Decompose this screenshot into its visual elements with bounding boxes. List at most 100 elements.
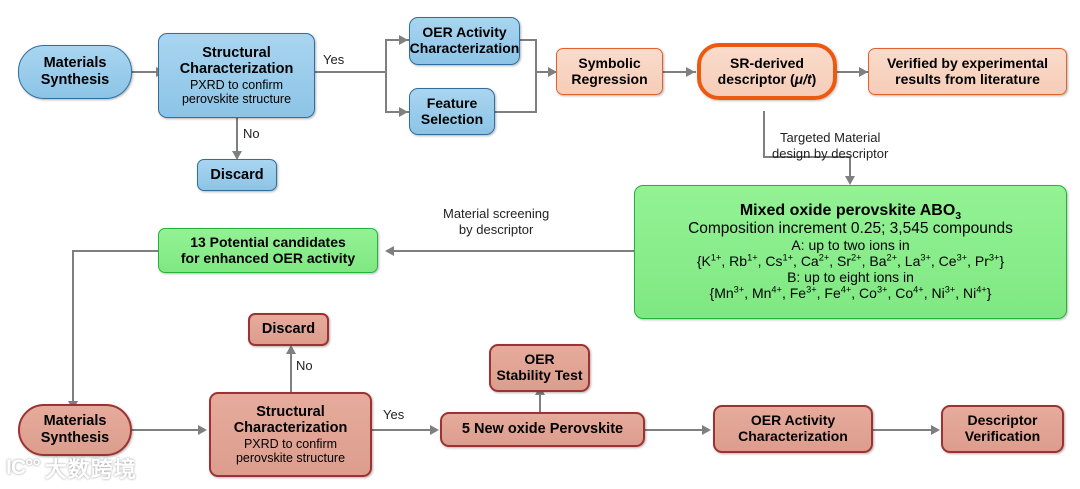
oer-bottom-line1: OER Activity xyxy=(750,412,836,429)
edge-symbolic-to-descriptor xyxy=(662,71,696,73)
edge-ms-to-sc-bottom xyxy=(131,429,203,431)
node-oer-stability-test[interactable]: OER Stability Test xyxy=(489,344,590,392)
edge-yes-split-vert xyxy=(385,39,387,113)
edge-yes-to-feature xyxy=(385,111,410,113)
oer-top-line1: OER Activity xyxy=(422,24,507,41)
mixed-oxide-title-text: Mixed oxide perovskite ABO xyxy=(739,202,956,220)
arrowhead-yes-to-oer xyxy=(399,35,408,45)
arrowhead-sc-to-discard-bottom xyxy=(286,345,296,354)
descriptor-verification-line1: Descriptor xyxy=(967,412,1038,429)
edge-sc-to-discard-bottom xyxy=(290,350,292,399)
oer-stability-line1: OER xyxy=(524,351,555,368)
oer-bottom-line2: Characterization xyxy=(738,428,848,444)
potential-candidates-line1: 13 Potential candidates xyxy=(190,233,346,250)
discard-bottom-label: Discard xyxy=(261,321,316,338)
edge-merge-vert xyxy=(535,39,537,113)
arrowhead-oer-to-descriptor-verification xyxy=(931,425,940,435)
sc-bottom-line3: PXRD to confirm xyxy=(243,436,338,451)
edge-feature-merge-h xyxy=(494,111,537,113)
node-discard-top[interactable]: Discard xyxy=(197,159,277,191)
node-symbolic-regression[interactable]: Symbolic Regression xyxy=(556,48,663,95)
node-oer-activity-characterization-bottom[interactable]: OER Activity Characterization xyxy=(713,405,873,453)
oer-stability-line2: Stability Test xyxy=(496,367,583,383)
edge-newoxide-to-stability xyxy=(539,392,541,412)
material-screening-line2: by descriptor xyxy=(458,222,534,238)
symbolic-regression-line1: Symbolic xyxy=(578,54,641,71)
arrowhead-descriptor-to-mixed xyxy=(845,176,855,185)
sc-top-line4: perovskite structure xyxy=(181,92,292,107)
edge-label-yes-top: Yes xyxy=(323,52,345,67)
edge-candidates-down xyxy=(72,250,74,404)
arrowhead-ms-to-sc-bottom xyxy=(198,425,207,435)
watermark: IC°° 大数跨境 xyxy=(6,452,137,484)
arrowhead-descriptor-to-verified xyxy=(859,67,868,77)
arrowhead-sc-to-newoxide xyxy=(430,425,439,435)
edge-newoxide-to-oer-bottom xyxy=(644,429,707,431)
node-verified-by-literature[interactable]: Verified by experimental results from li… xyxy=(868,48,1067,95)
verified-line2: results from literature xyxy=(895,70,1040,87)
arrowhead-newoxide-to-oer-bottom xyxy=(702,425,711,435)
node-materials-synthesis-top[interactable]: Materials Synthesis xyxy=(18,45,132,99)
edge-label-targeted-design: Targeted Material design by descriptor xyxy=(772,130,888,163)
symbolic-regression-line2: Regression xyxy=(571,70,648,87)
descriptor-verification-line2: Verification xyxy=(964,428,1041,444)
feature-selection-line2: Selection xyxy=(420,110,484,127)
arrowhead-sc-to-discard-top xyxy=(232,151,242,160)
material-screening-line1: Material screening xyxy=(443,206,550,221)
edge-oer-to-descriptor-verification xyxy=(873,429,936,431)
edge-mixed-to-candidates xyxy=(392,250,635,252)
edge-oer-merge-h xyxy=(519,39,537,41)
sr-descriptor-line2-post: ) xyxy=(811,70,817,87)
edge-label-no-top: No xyxy=(243,126,260,141)
mixed-oxide-title-sub: 3 xyxy=(955,210,962,223)
mixed-oxide-composition: Composition increment 0.25; 3,545 compou… xyxy=(688,220,1013,238)
edge-label-material-screening: Material screening by descriptor xyxy=(443,206,549,239)
mixed-oxide-b-site-label: B: up to eight ions in xyxy=(787,268,914,285)
sr-descriptor-line1: SR-derived xyxy=(730,54,804,71)
mixed-oxide-title: Mixed oxide perovskite ABO3 xyxy=(739,202,962,223)
edge-descriptor-to-verified xyxy=(836,71,868,73)
node-discard-bottom[interactable]: Discard xyxy=(248,313,329,346)
potential-candidates-line2: for enhanced OER activity xyxy=(180,249,356,266)
edge-merge-to-symbolic xyxy=(535,71,557,73)
sr-descriptor-variable: μ/t xyxy=(794,70,812,87)
sc-bottom-line4: perovskite structure xyxy=(235,451,346,466)
materials-synthesis-bottom-line2: Synthesis xyxy=(40,430,110,446)
oer-top-line2: Characterization xyxy=(409,40,520,56)
edge-sc-yes-stem xyxy=(314,71,387,73)
arrowhead-yes-to-feature xyxy=(399,107,408,117)
node-mixed-oxide-perovskite[interactable]: Mixed oxide perovskite ABO3 Composition … xyxy=(634,185,1067,319)
mixed-oxide-b-site-ions: {Mn3+, Mn4+, Fe3+, Fe4+, Co3+, Co4+, Ni3… xyxy=(709,284,992,301)
sc-bottom-line1: Structural xyxy=(256,403,325,420)
node-feature-selection[interactable]: Feature Selection xyxy=(409,88,495,135)
node-potential-candidates[interactable]: 13 Potential candidates for enhanced OER… xyxy=(158,228,378,273)
arrowhead-merge-to-symbolic xyxy=(548,67,557,77)
edge-candidates-left xyxy=(72,250,158,252)
sc-top-line1: Structural xyxy=(202,44,271,61)
edge-sc-to-discard-top xyxy=(236,117,238,154)
feature-selection-line1: Feature xyxy=(426,94,478,111)
node-sr-derived-descriptor[interactable]: SR-derived descriptor (μ/t) xyxy=(697,43,837,100)
new-oxide-perovskite-label: 5 New oxide Perovskite xyxy=(461,421,624,438)
targeted-design-line1: Targeted Material xyxy=(779,130,881,145)
sc-bottom-line2: Characterization xyxy=(233,420,348,437)
mixed-oxide-a-site-ions: {K1+, Rb1+, Cs1+, Ca2+, Sr2+, Ba2+, La3+… xyxy=(696,252,1005,269)
edge-yes-to-oer xyxy=(385,39,410,41)
node-structural-characterization-top[interactable]: Structural Characterization PXRD to conf… xyxy=(158,33,315,118)
edge-label-yes-bottom: Yes xyxy=(383,407,405,422)
edge-descriptor-over xyxy=(763,156,851,158)
mixed-oxide-a-site-label: A: up to two ions in xyxy=(791,237,910,254)
edge-descriptor-to-mixed xyxy=(849,156,851,178)
materials-synthesis-bottom-line1: Materials xyxy=(43,413,107,430)
node-new-oxide-perovskite[interactable]: 5 New oxide Perovskite xyxy=(440,412,645,447)
targeted-design-line2: design by descriptor xyxy=(772,146,889,162)
node-oer-activity-characterization-top[interactable]: OER Activity Characterization xyxy=(409,17,520,65)
sr-descriptor-line2-pre: descriptor ( xyxy=(717,70,795,87)
node-descriptor-verification[interactable]: Descriptor Verification xyxy=(941,405,1064,453)
edge-label-no-bottom: No xyxy=(296,358,313,373)
node-structural-characterization-bottom[interactable]: Structural Characterization PXRD to conf… xyxy=(209,392,372,477)
watermark-logo: IC°° xyxy=(6,456,41,479)
arrowhead-symbolic-to-descriptor xyxy=(686,67,695,77)
edge-sc-to-newoxide xyxy=(372,429,435,431)
node-materials-synthesis-bottom[interactable]: Materials Synthesis xyxy=(18,404,132,456)
